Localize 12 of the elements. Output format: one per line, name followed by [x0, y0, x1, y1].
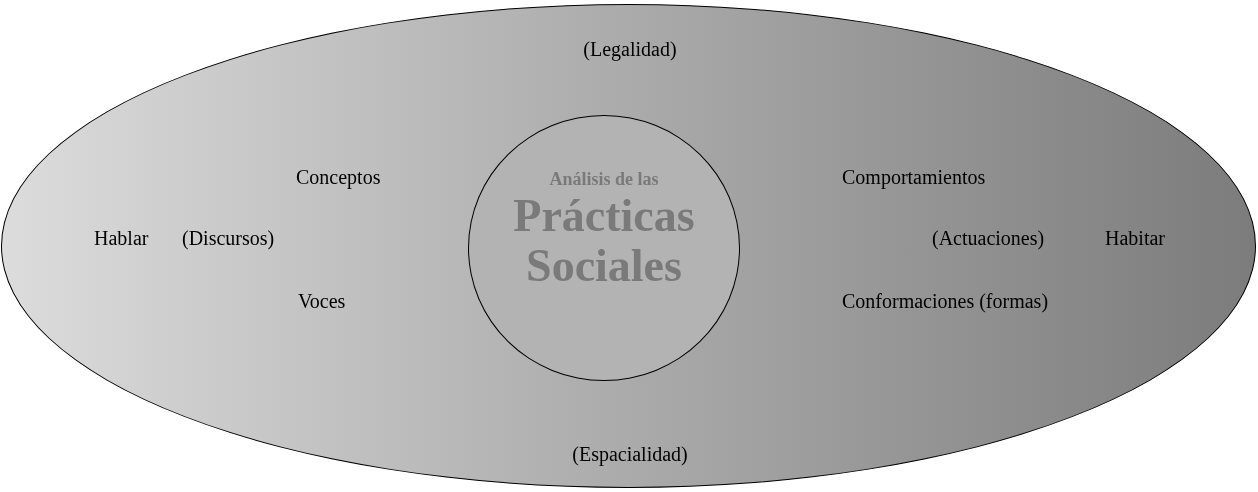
title-text: Prácticas Sociales [512, 190, 696, 292]
label-text: Comportamientos [842, 165, 986, 190]
subtitle-text: Análisis de las [549, 168, 659, 191]
label-text: Conformaciones (formas) [842, 289, 1049, 314]
label-text: (Discursos) [182, 226, 275, 251]
label-text: (Legalidad) [583, 37, 677, 62]
label-text: Voces [298, 289, 346, 314]
label-text: Conceptos [296, 165, 381, 190]
label-text: (Espacialidad) [572, 442, 688, 467]
label-text: Habitar [1105, 226, 1165, 251]
label-text: Hablar [94, 226, 149, 251]
label-text: (Actuaciones) [932, 226, 1045, 251]
